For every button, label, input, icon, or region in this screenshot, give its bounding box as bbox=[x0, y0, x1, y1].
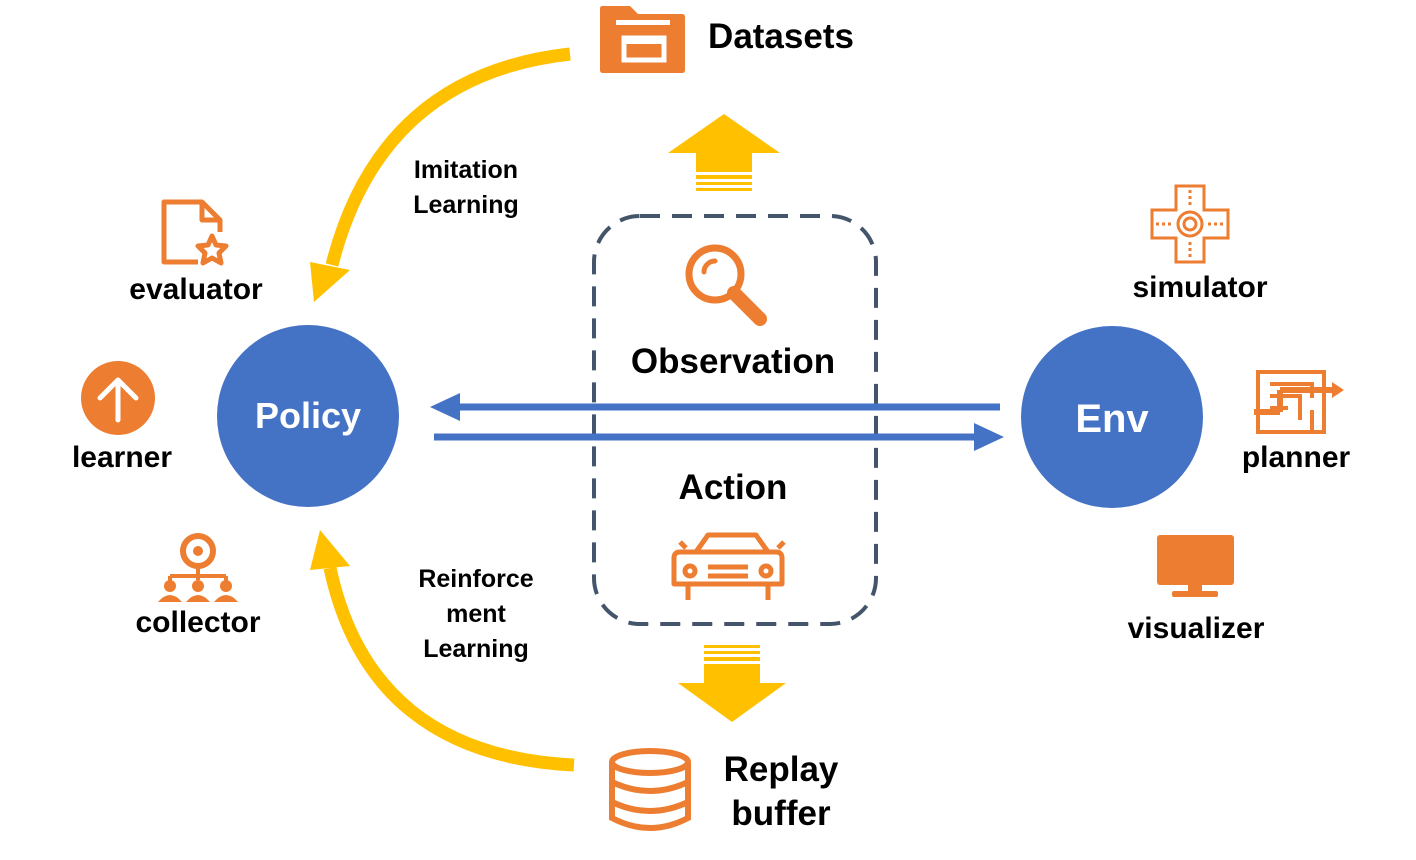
database-icon bbox=[609, 748, 691, 831]
learner-label: learner bbox=[71, 441, 173, 474]
reinforcement-learning-line3: Learning bbox=[423, 635, 529, 663]
action-arrow bbox=[434, 423, 1004, 451]
imitation-learning-line1: Imitation bbox=[413, 156, 519, 184]
hierarchy-icon bbox=[158, 533, 238, 602]
env-label: Env bbox=[1075, 397, 1149, 441]
reinforcement-learning-line1: Reinforce bbox=[418, 565, 534, 593]
reinforcement-learning-line2: ment bbox=[446, 600, 506, 628]
observation-arrow bbox=[430, 393, 1000, 421]
monitor-icon bbox=[1157, 535, 1234, 597]
evaluator-label: evaluator bbox=[129, 273, 263, 306]
intersection-icon bbox=[1150, 184, 1230, 264]
reinforcement-learning-arrow bbox=[310, 530, 575, 772]
to-replay-buffer-arrow bbox=[678, 645, 786, 722]
to-datasets-arrow bbox=[668, 114, 780, 191]
visualizer-label: visualizer bbox=[1127, 612, 1265, 645]
imitation-learning-line2: Learning bbox=[413, 191, 519, 219]
policy-label: Policy bbox=[254, 395, 362, 436]
env-node bbox=[1021, 326, 1203, 508]
replay-buffer-label-line2: buffer bbox=[731, 794, 831, 833]
observation-label: Observation bbox=[630, 342, 836, 381]
magnifier-icon bbox=[685, 244, 767, 326]
observation-action-box bbox=[592, 214, 878, 626]
simulator-label: simulator bbox=[1132, 271, 1268, 304]
imitation-learning-label: Imitation Learning bbox=[413, 153, 519, 223]
datasets-label: Datasets bbox=[708, 17, 854, 56]
imitation-learning-arrow bbox=[310, 47, 571, 302]
document-star-icon bbox=[161, 199, 229, 266]
car-icon bbox=[671, 532, 786, 600]
action-label: Action bbox=[678, 468, 788, 507]
replay-buffer-label-line1: Replay bbox=[723, 750, 839, 789]
maze-route-icon bbox=[1254, 370, 1344, 434]
policy-node bbox=[217, 325, 399, 507]
collector-label: collector bbox=[135, 606, 261, 639]
folder-icon bbox=[600, 6, 685, 73]
reinforcement-learning-label: Reinforce ment Learning bbox=[418, 562, 533, 667]
planner-label: planner bbox=[1241, 441, 1351, 474]
arrow-up-circle-icon bbox=[81, 361, 155, 435]
